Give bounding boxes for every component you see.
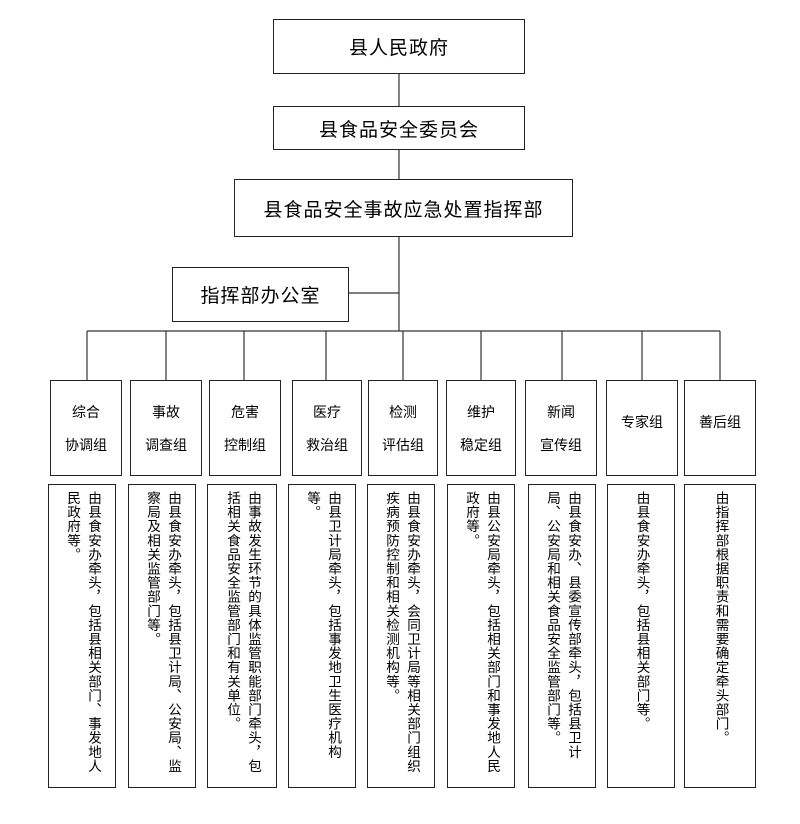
group-box-8: 专家组 (606, 380, 678, 476)
group-label-3b: 控制组 (224, 438, 266, 454)
node-county-government: 县人民政府 (273, 19, 525, 74)
group-label-4a: 医疗 (313, 405, 341, 421)
node-emergency-command: 县食品安全事故应急处置指挥部 (234, 179, 573, 237)
group-desc-text-5: 由县食安办牵头，会同卫计局等相关部门组织疾病预防控制和相关检测机构等。 (383, 491, 420, 773)
group-desc-text-6: 由县公安局牵头，包括相关部门和事发地人民政府等。 (463, 491, 500, 773)
group-desc-text-8: 由县食安办牵头，包括县相关部门等。 (633, 491, 650, 731)
group-label-3a: 危害 (231, 405, 259, 421)
group-desc-box-4: 由县卫计局牵头，包括事发地卫生医疗机构等。 (288, 484, 356, 788)
group-desc-box-2: 由县食安办牵头，包括县卫计局、公安局、监察局及相关监管部门等。 (128, 484, 196, 788)
group-desc-box-1: 由县食安办牵头，包括县相关部门、事发地人民政府等。 (48, 484, 116, 788)
group-desc-text-2: 由县食安办牵头，包括县卫计局、公安局、监察局及相关监管部门等。 (144, 491, 181, 773)
group-box-5: 检测 评估组 (368, 380, 438, 476)
group-label-6b: 稳定组 (460, 438, 502, 454)
group-desc-text-1: 由县食安办牵头，包括县相关部门、事发地人民政府等。 (64, 491, 101, 773)
group-label-5b: 评估组 (382, 438, 424, 454)
group-label-4b: 救治组 (306, 438, 348, 454)
node-food-safety-committee-label: 县食品安全委员会 (318, 118, 479, 141)
group-desc-box-8: 由县食安办牵头，包括县相关部门等。 (607, 484, 675, 788)
group-desc-text-7: 由县食安办、县委宣传部牵头，包括县卫计局、公安局和相关食品安全监管部门等。 (544, 491, 581, 759)
group-label-8: 专家组 (621, 415, 663, 431)
group-box-7: 新闻 宣传组 (525, 380, 597, 476)
group-label-5a: 检测 (389, 405, 417, 421)
node-command-office: 指挥部办公室 (172, 267, 349, 322)
group-label-6a: 维护 (467, 405, 495, 421)
group-label-9: 善后组 (699, 415, 741, 431)
group-box-3: 危害 控制组 (209, 380, 281, 476)
group-label-2a: 事故 (152, 405, 180, 421)
node-food-safety-committee: 县食品安全委员会 (273, 106, 525, 150)
group-box-9: 善后组 (684, 380, 756, 476)
group-label-1b: 协调组 (65, 438, 107, 454)
node-command-office-label: 指挥部办公室 (200, 285, 321, 307)
group-box-1: 综合 协调组 (50, 380, 122, 476)
group-desc-box-5: 由县食安办牵头，会同卫计局等相关部门组织疾病预防控制和相关检测机构等。 (367, 484, 435, 788)
group-label-7b: 宣传组 (540, 438, 582, 454)
group-desc-box-6: 由县公安局牵头，包括相关部门和事发地人民政府等。 (447, 484, 515, 788)
group-desc-box-9: 由指挥部根据职责和需要确定牵头部门。 (684, 484, 756, 788)
group-desc-box-3: 由事故发生环节的具体监管职能部门牵头，包括相关食品安全监管部门和有关单位。 (207, 484, 277, 788)
group-label-1a: 综合 (72, 405, 100, 421)
group-desc-text-3: 由事故发生环节的具体监管职能部门牵头，包括相关食品安全监管部门和有关单位。 (224, 491, 261, 773)
node-county-government-label: 县人民政府 (348, 37, 449, 59)
group-box-2: 事故 调查组 (130, 380, 202, 476)
group-desc-text-4: 由县卫计局牵头，包括事发地卫生医疗机构等。 (304, 491, 341, 759)
node-emergency-command-label: 县食品安全事故应急处置指挥部 (263, 198, 544, 221)
group-box-6: 维护 稳定组 (446, 380, 516, 476)
group-label-7a: 新闻 (547, 405, 575, 421)
group-label-2b: 调查组 (145, 438, 187, 454)
group-box-4: 医疗 救治组 (292, 380, 362, 476)
group-desc-box-7: 由县食安办、县委宣传部牵头，包括县卫计局、公安局和相关食品安全监管部门等。 (528, 484, 596, 788)
group-desc-text-9: 由指挥部根据职责和需要确定牵头部门。 (712, 491, 729, 745)
